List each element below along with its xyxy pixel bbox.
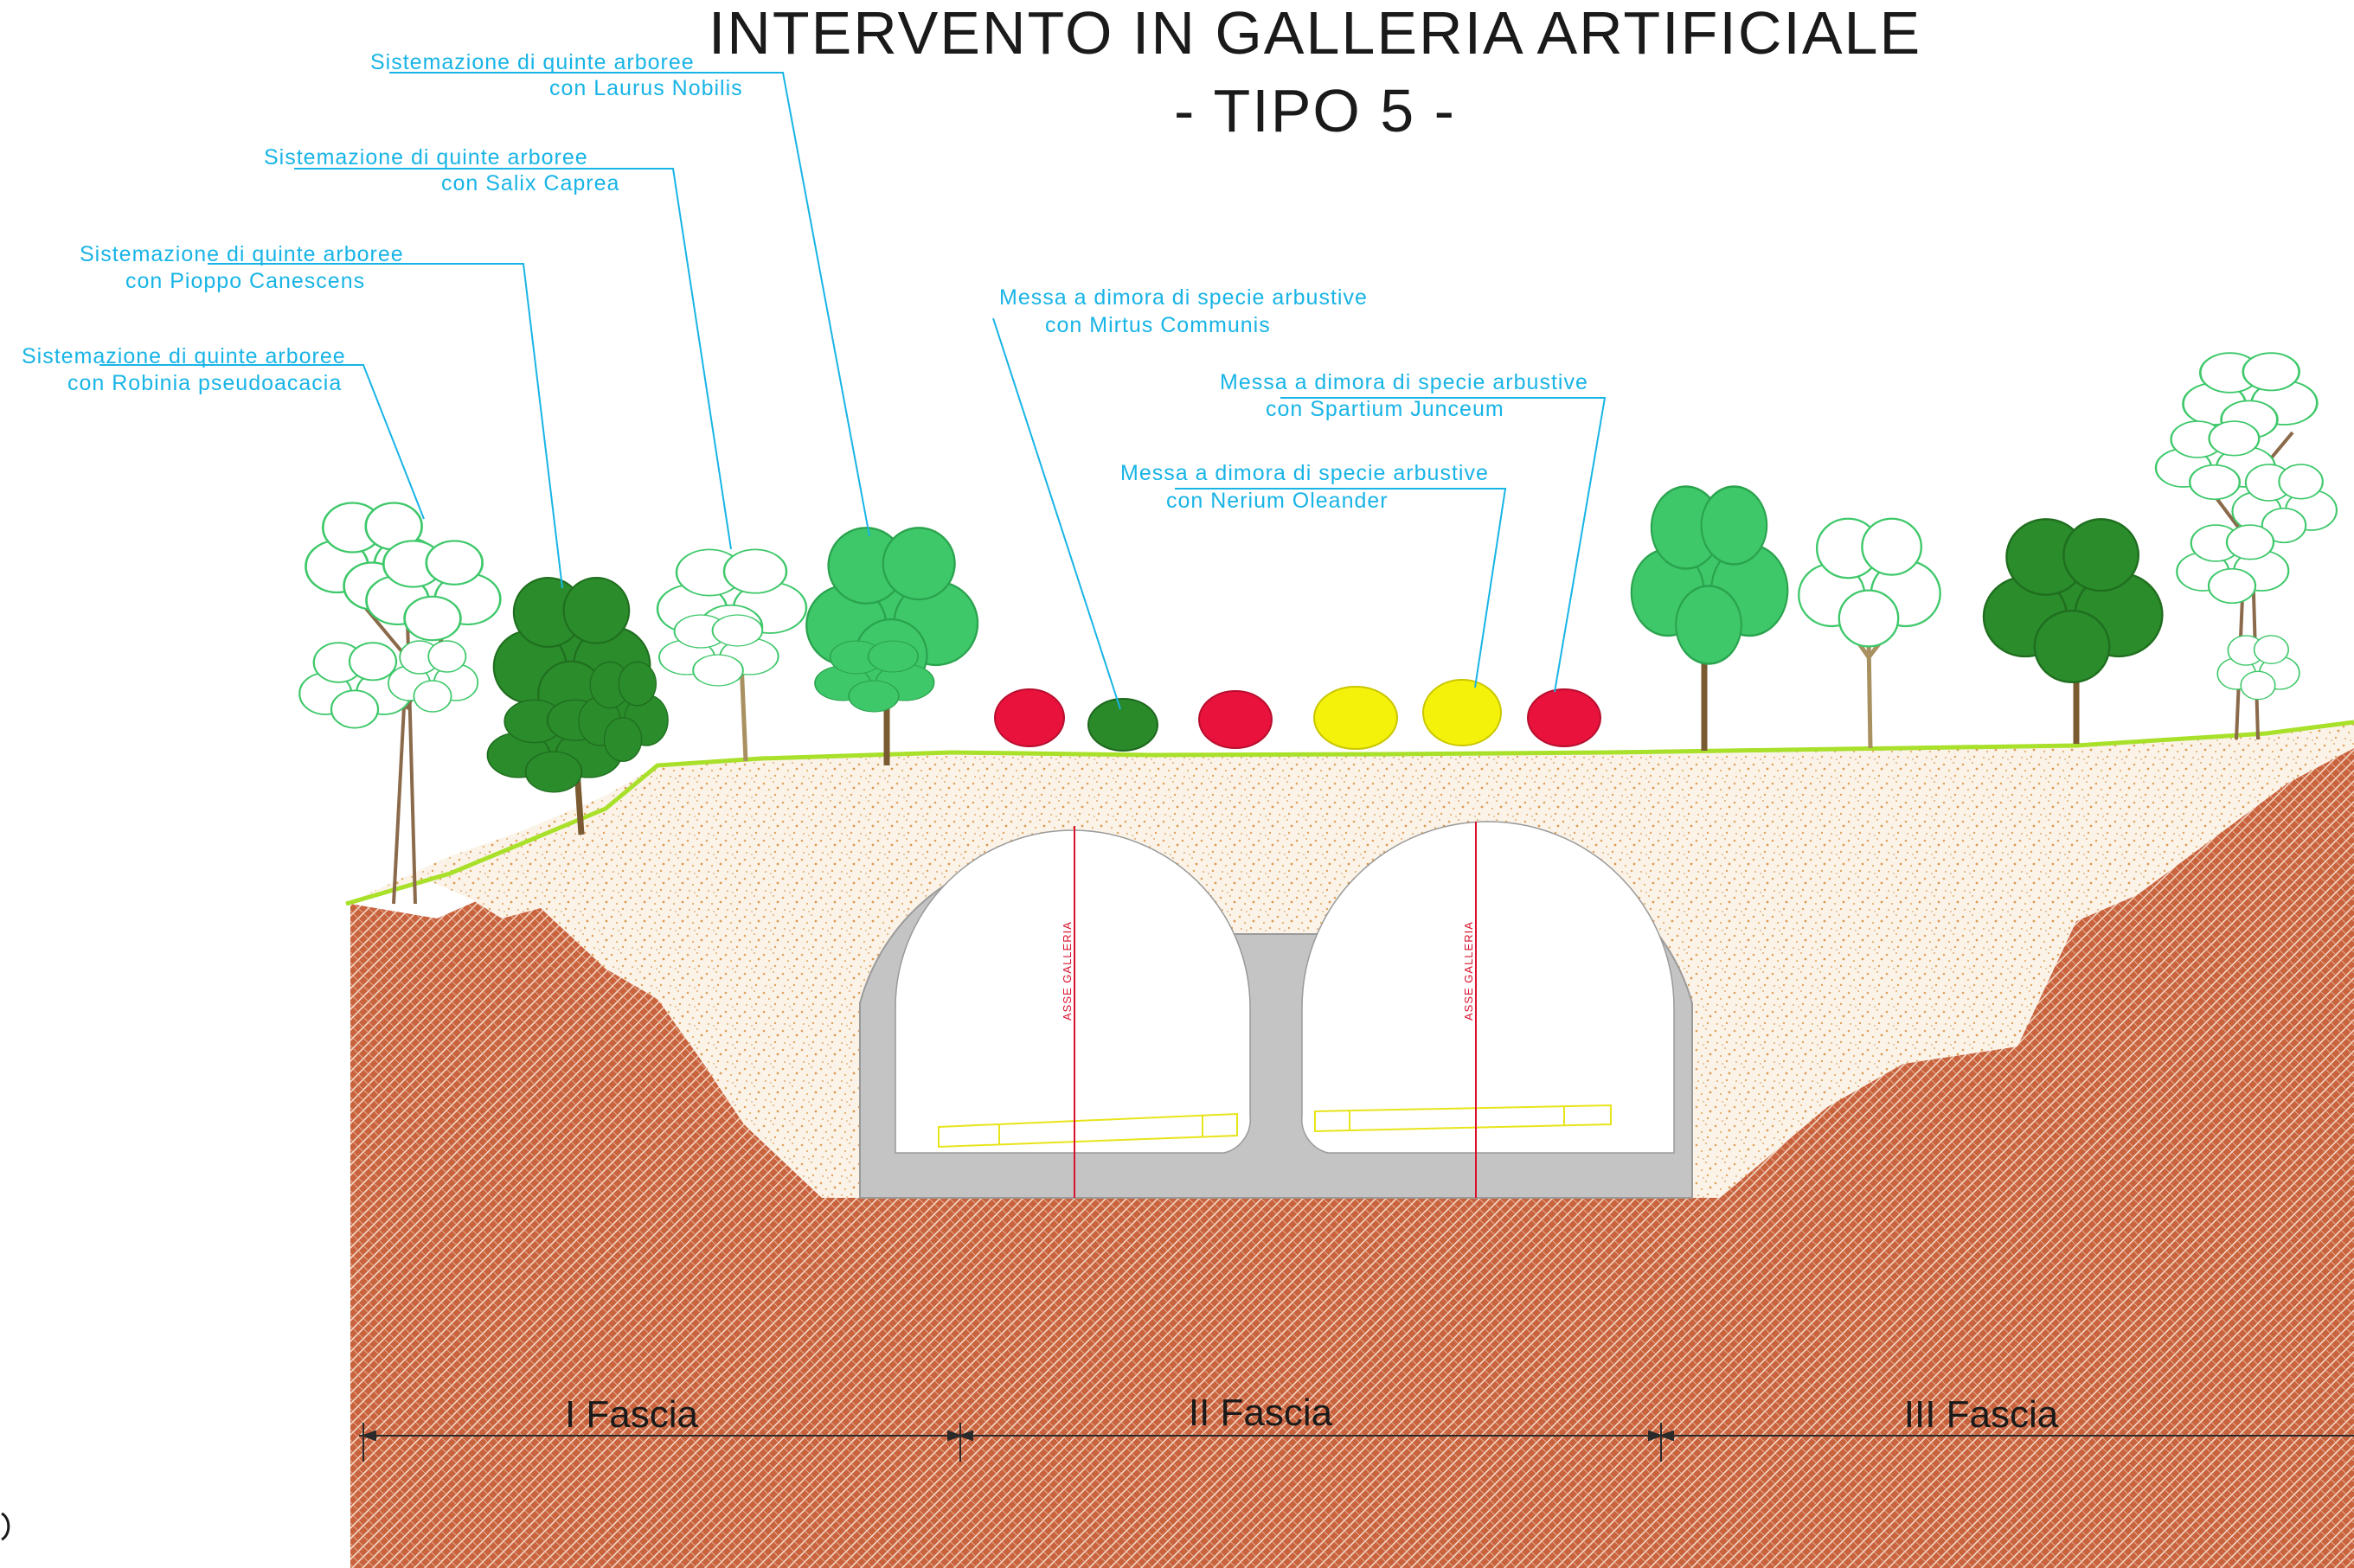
label-laurus-line2: con Laurus Nobilis [549,76,743,100]
label-salix-line2: con Salix Caprea [441,171,619,195]
label-nerium-line1: Messa a dimora di specie arbustive [1120,461,1489,485]
label-nerium-line2: con Nerium Oleander [1166,489,1389,513]
tree-right-2 [1798,517,1941,749]
axis-label-right: ASSE GALLERIA [1462,921,1475,1021]
shrub-nerium-1 [994,688,1065,747]
drawing-subtitle: - TIPO 5 - [1174,77,1456,144]
fascia-dimension-line [359,1423,2354,1462]
tree-pioppo [486,577,669,835]
natural-ground [350,748,2354,1568]
tree-laurus [805,527,979,765]
tree-right-1 [1630,485,1789,751]
tree-right-3 [1982,518,2164,744]
shrub-nerium-2 [1198,690,1273,749]
label-robinia-line2: con Robinia pseudoacacia [67,371,342,395]
edge-mark [1,1512,10,1541]
label-pioppo-line2: con Pioppo Canescens [125,269,365,293]
tree-salix [656,548,808,762]
leader-lines [99,72,1607,710]
drawing-title: INTERVENTO IN GALLERIA ARTIFICIALE [709,0,1921,67]
fascia-label-2: II Fascia [1189,1392,1333,1434]
axis-label-left: ASSE GALLERIA [1061,921,1074,1021]
shrub-mirtus [1087,698,1158,752]
label-mirtus-line2: con Mirtus Communis [1045,313,1271,337]
fascia-label-3: III Fascia [1904,1393,2059,1436]
label-salix-line1: Sistemazione di quinte arboree [264,145,588,170]
shrub-spartium-2 [1422,679,1502,746]
label-robinia-line1: Sistemazione di quinte arboree [22,344,346,368]
label-spartium-line1: Messa a dimora di specie arbustive [1220,370,1588,394]
shrub-nerium-3 [1527,688,1601,747]
twin-tunnel [859,821,1693,1199]
shrub-spartium-1 [1313,686,1398,750]
label-laurus-line1: Sistemazione di quinte arboree [370,50,695,74]
label-pioppo-line1: Sistemazione di quinte arboree [80,242,404,266]
label-spartium-line2: con Spartium Junceum [1266,397,1504,421]
label-mirtus-line1: Messa a dimora di specie arbustive [999,285,1368,310]
fascia-label-1: I Fascia [565,1393,699,1436]
tree-robinia [298,502,502,905]
tree-right-4 [2154,351,2338,740]
